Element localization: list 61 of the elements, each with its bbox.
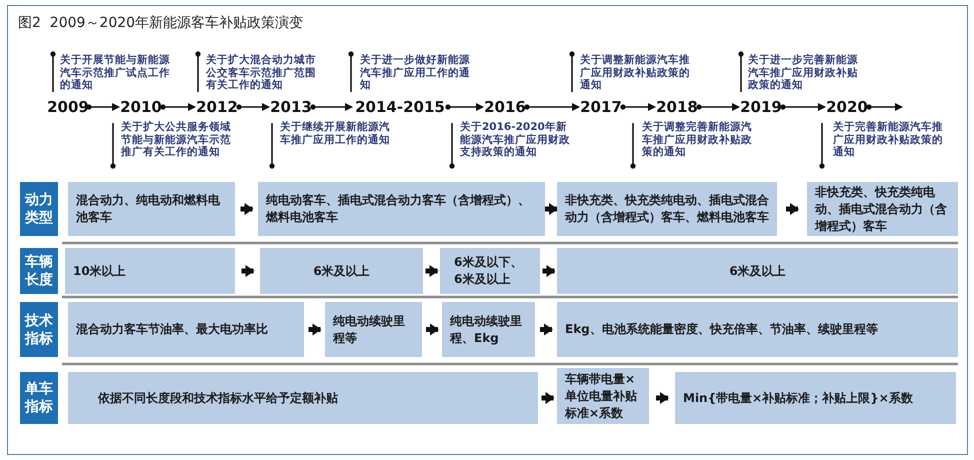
notice-title: 关于进一步完善新能源汽车推广应用财政补贴政策的通知 — [748, 54, 859, 92]
arrow — [242, 265, 254, 277]
table-cell: 10米以上 — [65, 248, 235, 294]
arrow — [236, 103, 270, 111]
arrow — [86, 103, 120, 111]
arrow — [310, 103, 353, 111]
notice-title: 关于完善新能源汽车推广应用财政补贴政策的通知 — [833, 121, 944, 158]
table-cell: 依据不同长度段和技术指标水平给予定额补贴 — [68, 372, 538, 424]
arrow — [445, 103, 484, 111]
arrow — [426, 265, 438, 277]
notice-title: 关于调整完善新能源汽车推广应用财政补贴政策的通知 — [642, 121, 753, 158]
notice-title: 关于扩大公共服务领域节能与新能源汽车示范推广有关工作的通知 — [121, 121, 232, 158]
table-cell: 6米及以下、6米及以上 — [440, 248, 540, 294]
notice-title: 关于扩大混合动力城市公交客车示范推广范围有关工作的通知 — [206, 54, 317, 92]
year-label: 2014-2015 — [353, 96, 447, 118]
table-cell: 纯电动客车、插电式混合动力客车（含增程式）、燃料电池客车 — [258, 182, 545, 236]
figure-title: 图2 2009～2020年新能源客车补贴政策演变 — [18, 14, 304, 32]
arrow — [540, 324, 553, 336]
year-label: 2016 — [484, 96, 526, 118]
table-cell: 混合动力、纯电动和燃料电池客车 — [68, 182, 235, 236]
notice-title: 关于开展节能与新能源汽车示范推广试点工作的通知 — [60, 54, 171, 92]
arrow — [656, 392, 669, 404]
year-label: 2012 — [196, 96, 238, 118]
arrow — [620, 103, 656, 111]
arrow — [160, 103, 196, 111]
year-label: 2009 — [48, 96, 88, 118]
table-cell: 纯电动续驶里程、Ekg — [442, 302, 535, 357]
arrow — [524, 103, 580, 111]
table-cell: 6米及以上 — [260, 248, 423, 294]
arrow — [542, 265, 556, 277]
year-label: 2020 — [826, 96, 868, 118]
year-label: 2010 — [120, 96, 162, 118]
year-label: 2013 — [270, 96, 312, 118]
arrow — [866, 103, 903, 111]
year-label: 2018 — [656, 96, 698, 118]
table-cell: 非快充类、快充类纯电动、插电式混合动力（含增程式）客车、燃料电池客车 — [557, 182, 777, 236]
year-label: 2017 — [580, 96, 622, 118]
arrow — [696, 103, 740, 111]
table-cell: 车辆带电量×单位电量补贴标准×系数 — [557, 368, 649, 424]
arrow — [545, 203, 558, 215]
notice-title: 关于2016-2020年新能源汽车推广应用财政支持政策的通知 — [460, 121, 571, 158]
arrow — [240, 203, 254, 215]
arrow — [780, 103, 826, 111]
table-cell: Min{带电量×补贴标准；补贴上限}×系数 — [675, 372, 956, 424]
table-cell: 混合动力客车节油率、最大电功率比 — [68, 302, 304, 357]
row-header: 技术指标 — [20, 302, 58, 357]
notice-title: 关于继续开展新能源汽车推广应用工作的通知 — [280, 121, 391, 146]
arrow — [426, 324, 439, 336]
table-cell: 非快充类、快充类纯电动、插电式混合动力（含增程式）客车 — [807, 182, 958, 236]
notice-title: 关于进一步做好新能源汽车推广应用工作的通知 — [360, 54, 471, 92]
arrow — [786, 203, 799, 215]
row-header: 车辆长度 — [20, 248, 58, 294]
row-header: 动力类型 — [20, 182, 58, 236]
arrow — [542, 392, 554, 404]
table-cell: 纯电动续驶里程等 — [325, 302, 422, 357]
arrow — [308, 324, 322, 336]
row-header: 单车指标 — [20, 372, 58, 424]
year-label: 2019 — [740, 96, 782, 118]
table-cell: 6米及以上 — [557, 248, 958, 294]
notice-title: 关于调整新能源汽车推广应用财政补贴政策的通知 — [580, 54, 691, 92]
table-cell: Ekg、电池系统能量密度、快充倍率、节油率、续驶里程等 — [557, 302, 958, 357]
